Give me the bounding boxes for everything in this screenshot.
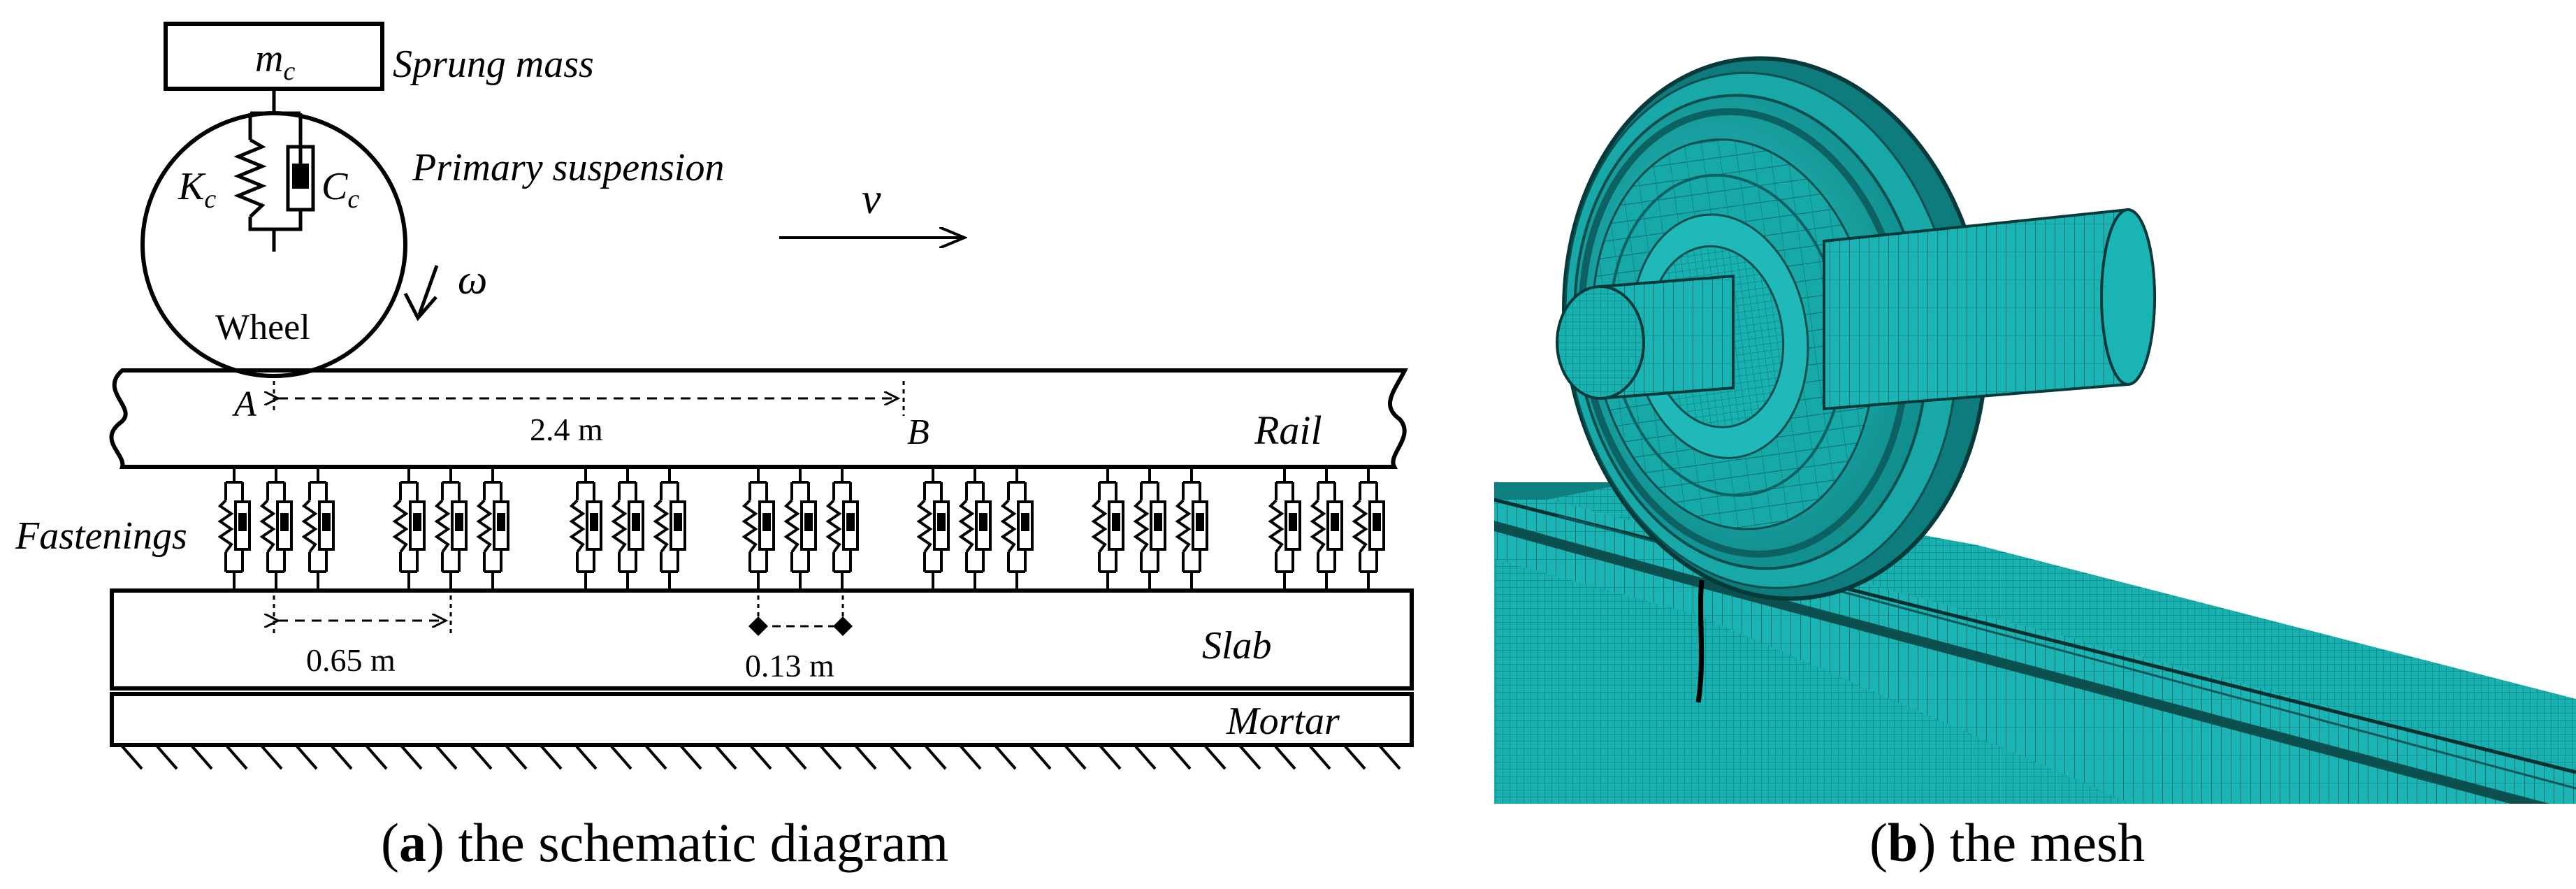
ground-hatch-line (890, 745, 912, 770)
fastener-unit (434, 467, 468, 591)
ground-hatch-line (960, 745, 982, 770)
fastener-unit (1133, 467, 1166, 591)
mortar (110, 692, 1414, 747)
ground-hatch-line (750, 745, 772, 770)
ground-hatch-line (540, 745, 563, 770)
fastener-unit (1352, 467, 1385, 591)
suspension-spring (233, 138, 267, 218)
point-a-label: A (232, 384, 256, 424)
ground-hatch-line (505, 745, 528, 770)
fastener-unit (569, 467, 602, 591)
ground-hatch-line (1379, 745, 1401, 770)
ground-hatch-line (610, 745, 632, 770)
caption-b: (b) the mesh (1869, 812, 2145, 873)
rail-label: Rail (1254, 407, 1322, 453)
ground-hatch-line (1239, 745, 1261, 770)
rotation-arrow (417, 265, 439, 315)
point-b-label: B (907, 412, 929, 452)
ground-hatch-line (121, 745, 143, 770)
ground-hatch-line (1064, 745, 1087, 770)
fastener-unit (1175, 467, 1208, 591)
span-ab-label: 2.4 m (530, 412, 603, 447)
fastener-unit (1268, 467, 1301, 591)
ground-hatch-line (191, 745, 213, 770)
slab (110, 588, 1414, 691)
sprung-mass-symbol: mc (255, 37, 295, 86)
ground-hatch-line (1309, 745, 1331, 770)
slab-label: Slab (1202, 624, 1272, 667)
fastener-unit (825, 467, 859, 591)
ground-hatch-line (1099, 745, 1122, 770)
ground-hatch-line (1134, 745, 1157, 770)
fastener-unit (259, 467, 293, 591)
ground-hatch-line (1344, 745, 1366, 770)
ground-hatching (121, 745, 1401, 770)
wheel-circle (140, 111, 407, 378)
rail-body (109, 368, 1408, 469)
fastener-unit (1000, 467, 1034, 591)
schematic-panel: mc Sprung mass Kc Cc Primary suspension … (15, 22, 1414, 873)
velocity-symbol: v (862, 175, 881, 223)
ground-hatch-line (680, 745, 702, 770)
ground-hatch-line (855, 745, 877, 770)
fastenings-label: Fastenings (15, 514, 187, 558)
fastener-unit (392, 467, 426, 591)
suspension-damper (286, 145, 315, 212)
fastener-unit (783, 467, 817, 591)
ground-hatch-line (785, 745, 807, 770)
fastener-unit (217, 467, 251, 591)
ground-hatch-line (366, 745, 388, 770)
ground-hatch-line (261, 745, 283, 770)
ground-hatch-line (296, 745, 318, 770)
ground-hatch-line (1169, 745, 1192, 770)
mesh-wheel (1562, 56, 1988, 601)
ground-hatch-line (994, 745, 1017, 770)
primary-suspension-label: Primary suspension (412, 146, 724, 189)
sleeper-spacing-label: 0.65 m (306, 642, 396, 678)
ground-hatch-line (645, 745, 667, 770)
ground-hatch-line (156, 745, 178, 770)
fastener-unit (653, 467, 686, 591)
ground-hatch-line (470, 745, 493, 770)
fastener-unit (301, 467, 335, 591)
ground-hatch-line (400, 745, 423, 770)
mortar-label: Mortar (1226, 700, 1340, 743)
caption-a: (a) the schematic diagram (381, 812, 948, 873)
fastener-unit (476, 467, 509, 591)
ground-hatch-line (226, 745, 248, 770)
ground-hatch-line (435, 745, 458, 770)
ground-hatch-line (925, 745, 947, 770)
fastener-unit (916, 467, 950, 591)
angular-velocity-symbol: ω (458, 256, 487, 303)
sprung-mass-label: Sprung mass (393, 43, 594, 86)
wheel-label: Wheel (215, 308, 310, 347)
fastener-unit (611, 467, 644, 591)
damping-symbol: Cc (321, 165, 359, 214)
ground-hatch-line (575, 745, 598, 770)
fastener-unit (1091, 467, 1124, 591)
ground-hatch-line (1204, 745, 1227, 770)
ground-hatch-line (820, 745, 842, 770)
fastener-unit (741, 467, 775, 591)
ground-hatch-line (1274, 745, 1296, 770)
mesh-rail-cut (1695, 579, 1705, 703)
fastener-unit (958, 467, 992, 591)
fastener-spacing-label: 0.13 m (745, 648, 834, 684)
fastenings-group (217, 467, 1385, 591)
ground-hatch-line (1029, 745, 1052, 770)
ground-hatch-line (715, 745, 737, 770)
ground-hatch-line (331, 745, 353, 770)
stiffness-symbol: Kc (178, 165, 216, 214)
fastener-unit (1310, 467, 1343, 591)
mesh-panel: (b) the mesh (1494, 56, 2576, 873)
